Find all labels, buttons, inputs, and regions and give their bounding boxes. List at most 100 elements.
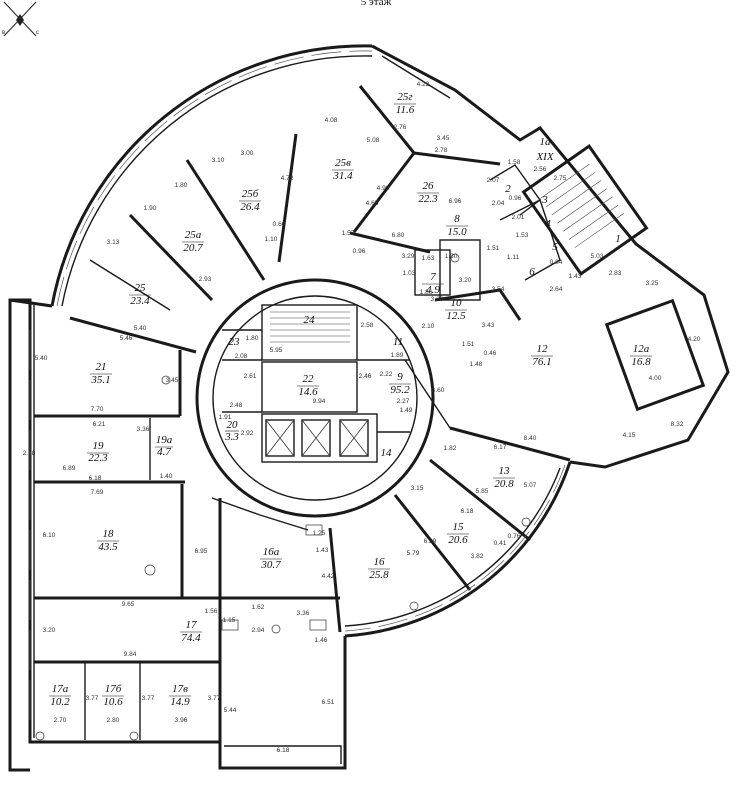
dimension: 1.62 [252, 604, 265, 611]
room-number: 1а [540, 136, 552, 148]
dimension: 5.79 [407, 550, 420, 557]
room-area: 20.7 [183, 242, 203, 254]
dimension: 0.60 [273, 221, 286, 228]
dimension: 1.82 [444, 445, 457, 452]
dimension: 6.18 [277, 747, 290, 754]
room-area: 76.1 [532, 356, 551, 368]
dimension: 1.25 [313, 530, 326, 537]
dimension: 4.99 [377, 185, 390, 192]
room-number: 16а [263, 546, 280, 558]
west-rooms-walls [34, 350, 340, 742]
dimension: 6.29 [424, 538, 437, 545]
dimension: 2.76 [394, 124, 407, 131]
dimension: 6.51 [322, 699, 335, 706]
floor-title: 5 этаж [361, 0, 392, 8]
room-number: 25в [335, 157, 351, 169]
room-number: 23 [229, 336, 241, 348]
dimension: 2.70 [54, 717, 67, 724]
dimension: 3.77 [142, 695, 155, 702]
room-number: 17б [105, 683, 122, 695]
se-rooms-walls [328, 359, 571, 633]
room-area: 10.6 [103, 696, 123, 708]
dimension: 5.85 [476, 488, 489, 495]
room-number: 3 [541, 194, 548, 206]
dimension: 4.15 [623, 432, 636, 439]
fixtures [35, 253, 531, 741]
windows [29, 50, 566, 730]
room-number: 25г [397, 91, 413, 103]
dimension: 6.95 [195, 548, 208, 555]
dimension: 2.98 [23, 450, 36, 457]
room-area: 43.5 [98, 541, 118, 553]
room-number: 6 [529, 266, 535, 278]
room-area: 30.7 [260, 559, 281, 571]
dimension: 1.48 [470, 361, 483, 368]
room-number: 1 [615, 233, 621, 245]
dimension: 1.51 [462, 341, 475, 348]
dimension: 3.77 [86, 695, 99, 702]
room-area: 95.2 [390, 384, 410, 396]
dimension: 2.46 [359, 373, 372, 380]
dimension: 3.20 [431, 296, 444, 303]
dimension: 1.58 [508, 159, 521, 166]
dimension: 6.89 [63, 465, 76, 472]
compass-icon: в с [2, 1, 39, 37]
dimension: 6.96 [449, 198, 462, 205]
dimension: 2.64 [550, 286, 563, 293]
dimension: 3.45 [437, 135, 450, 142]
dimension: 0.96 [509, 195, 522, 202]
room-number: 12 [537, 343, 549, 355]
dimension: 4.65 [366, 200, 379, 207]
room-area: 22.3 [88, 452, 108, 464]
dimension: 1.56 [205, 608, 218, 615]
room-number: 24 [304, 314, 316, 326]
room-number: 17а [52, 683, 69, 695]
room-area: 4.9 [426, 284, 440, 296]
dimension: 4.00 [649, 375, 662, 382]
room-area: 14.6 [298, 386, 318, 398]
room-area: 3.3 [224, 431, 239, 443]
dimension: 1.40 [160, 473, 173, 480]
dimension: 2.22 [380, 371, 393, 378]
dimension: 3.15 [411, 485, 424, 492]
room-number: 19 [93, 440, 105, 452]
room-number: 13 [499, 465, 511, 477]
dimension: 1.46 [315, 637, 328, 644]
room-area: 74.4 [181, 632, 201, 644]
dimension: 0.96 [353, 248, 366, 255]
dimension: 1.43 [316, 547, 329, 554]
dimension: 5.44 [224, 707, 237, 714]
dimension: 9.84 [124, 651, 137, 658]
dimension: 1.80 [175, 182, 188, 189]
dimension: 2.83 [609, 270, 622, 277]
dimension: 3.36 [137, 426, 150, 433]
room-number: 2 [505, 183, 511, 195]
room-number: 22 [303, 373, 315, 385]
dimension-labels: 4.22 2.76 3.45 2.78 5.08 4.08 4.99 4.65 … [23, 81, 701, 754]
dimension: 0.41 [494, 540, 507, 547]
dimension: 2.93 [199, 276, 212, 283]
central-core [195, 278, 435, 518]
dimension: 4.72 [281, 175, 294, 182]
dimension: 3.43 [482, 322, 495, 329]
dimension: 1.90 [144, 205, 157, 212]
dimension: 6.18 [89, 475, 102, 482]
dimension: 3.60 [432, 387, 445, 394]
dimension: 2.75 [554, 175, 567, 182]
room-area: 26.4 [240, 201, 260, 213]
dimension: 3.25 [646, 280, 659, 287]
dimension: 5.08 [367, 137, 380, 144]
dimension: 2.80 [107, 717, 120, 724]
compass-label-e: в [2, 30, 5, 36]
dimension: 3.13 [107, 239, 120, 246]
room-area: 11.6 [396, 104, 415, 116]
room-number: 8 [454, 213, 460, 225]
dimension: 3.00 [241, 150, 254, 157]
dimension: 7.70 [91, 406, 104, 413]
room-area: 25.8 [369, 569, 389, 581]
dimension: 1.11 [507, 254, 520, 261]
room-area: 22.3 [418, 193, 438, 205]
dimension: 3.20 [459, 277, 472, 284]
room-number: 4 [545, 218, 551, 230]
